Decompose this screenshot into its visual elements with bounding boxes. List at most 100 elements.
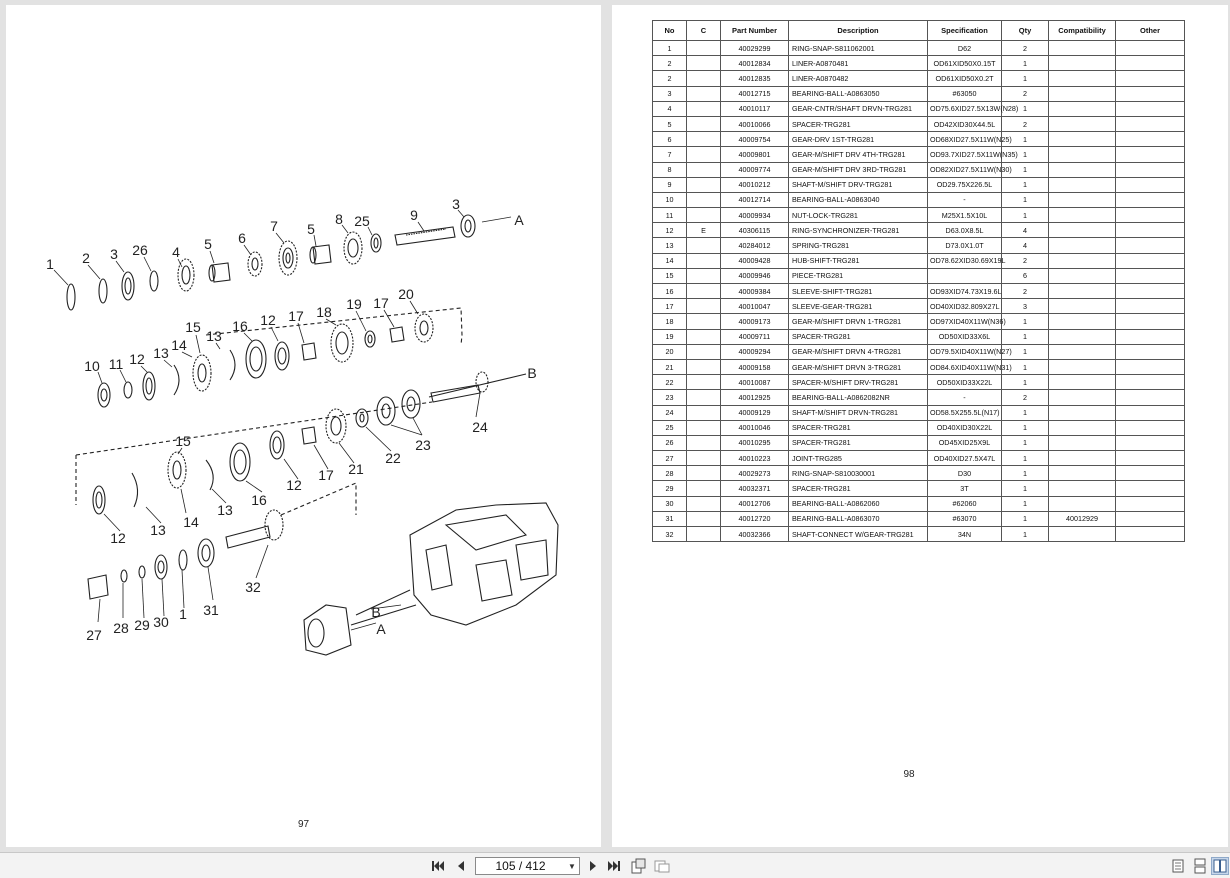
table-cell: 16 [652, 282, 687, 300]
pdf-toolbar: 105 / 412 ▼ [0, 852, 1230, 878]
page-number-right: 98 [903, 769, 915, 780]
table-cell: OD40XID32.809X27L [927, 298, 1002, 315]
table-cell: #63050 [927, 85, 1002, 102]
table-cell: 6 [1001, 267, 1049, 285]
column-header: Description [788, 20, 928, 41]
callout-label: 21 [348, 461, 364, 477]
table-cell [1115, 207, 1185, 224]
callout-label: 14 [171, 337, 187, 353]
table-cell [1115, 176, 1185, 193]
table-cell [1115, 328, 1185, 345]
table-cell [1048, 343, 1116, 360]
table-cell [1115, 313, 1185, 330]
table-cell: 40029273 [720, 465, 789, 482]
table-cell: 40012834 [720, 55, 789, 72]
table-cell: OD84.6XID40X11W(N31) [927, 358, 1012, 376]
single-page-view-icon[interactable] [1169, 857, 1187, 875]
continuous-view-icon[interactable] [1191, 857, 1209, 875]
first-page-icon[interactable] [430, 858, 446, 874]
table-cell: OD40XID27.5X47L [927, 450, 1002, 467]
two-page-view-icon[interactable] [1211, 857, 1229, 875]
table-cell: 40009384 [720, 282, 789, 300]
table-cell [1048, 131, 1116, 148]
table-cell [1115, 115, 1185, 133]
table-cell [686, 480, 721, 497]
table-cell: BEARING-BALL-A0863040 [788, 191, 928, 209]
callout-label: 22 [385, 450, 401, 466]
table-cell: 40010047 [720, 298, 789, 315]
callout-label: 3 [452, 196, 460, 212]
table-cell: 34N [927, 525, 1002, 543]
table-cell [1115, 343, 1185, 360]
callout-label: 11 [109, 356, 124, 372]
table-cell [686, 495, 721, 512]
table-cell [1048, 85, 1116, 102]
table-cell [1115, 298, 1185, 315]
callout-label: 13 [150, 522, 166, 538]
table-cell: LINER-A0870482 [788, 70, 928, 87]
callout-label: 12 [260, 312, 276, 328]
table-cell [1048, 298, 1116, 315]
table-cell: 40012835 [720, 70, 789, 87]
rotate-page-icon[interactable] [630, 858, 646, 874]
page-number-input[interactable]: 105 / 412 ▼ [475, 857, 580, 875]
prev-page-icon[interactable] [453, 858, 469, 874]
callout-label: 12 [110, 530, 126, 546]
table-cell: HUB-SHIFT-TRG281 [788, 252, 928, 269]
table-cell [1115, 55, 1185, 72]
table-cell [1048, 146, 1116, 163]
table-cell: 32 [652, 525, 687, 543]
table-cell [686, 39, 721, 57]
table-cell: #63070 [927, 510, 1002, 528]
table-cell: 1 [1001, 176, 1049, 193]
table-cell [1115, 510, 1185, 528]
table-cell [1115, 252, 1185, 269]
table-cell: 40012929 [1048, 510, 1116, 528]
table-cell: OD61XID50X0.2T [927, 70, 1002, 87]
table-cell: OD40XID30X22L [927, 419, 1002, 436]
fit-page-icon[interactable] [654, 858, 670, 874]
table-cell: E [686, 222, 721, 239]
table-cell: 40009158 [720, 358, 789, 376]
callout-label: 29 [134, 617, 150, 633]
table-cell: SPACER-TRG281 [788, 419, 928, 436]
table-cell [686, 404, 721, 421]
table-cell [1115, 191, 1185, 209]
table-cell: 2 [652, 70, 687, 87]
table-cell: SHAFT-M/SHIFT DRV-TRG281 [788, 176, 928, 193]
table-cell: BEARING-BALL-A0863070 [788, 510, 928, 528]
table-cell: 40010046 [720, 419, 789, 436]
table-cell [1048, 480, 1116, 497]
table-cell [686, 434, 721, 452]
table-cell: 19 [652, 328, 687, 345]
callout-label: 7 [270, 218, 278, 234]
last-page-icon[interactable] [606, 858, 622, 874]
table-cell [686, 374, 721, 391]
table-cell [686, 328, 721, 345]
table-cell [1115, 39, 1185, 57]
table-cell: 14 [652, 252, 687, 269]
table-cell: 4 [1001, 222, 1049, 239]
callout-label: 12 [129, 351, 145, 367]
next-page-icon[interactable] [585, 858, 601, 874]
table-cell [686, 358, 721, 376]
chevron-down-icon[interactable]: ▼ [568, 861, 576, 871]
table-cell [1115, 480, 1185, 497]
table-cell [1115, 358, 1185, 376]
table-cell: 10 [652, 191, 687, 209]
table-cell [686, 298, 721, 315]
callout-label: 26 [132, 242, 148, 258]
table-cell: 40032371 [720, 480, 789, 497]
